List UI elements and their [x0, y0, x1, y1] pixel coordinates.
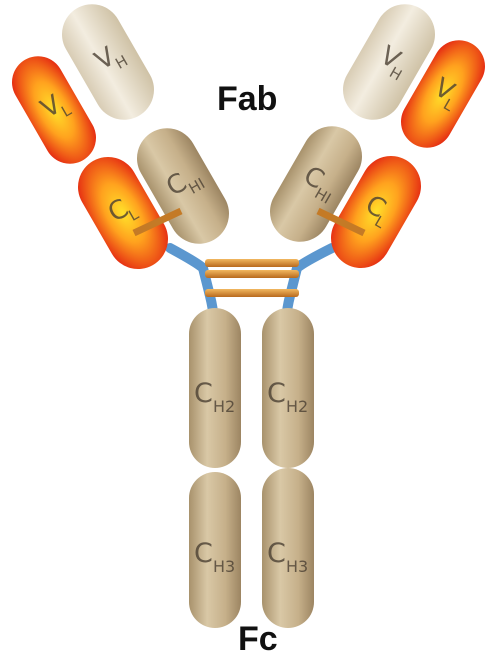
- svg-text:H2: H2: [286, 397, 308, 416]
- fc-label: Fc: [238, 620, 278, 657]
- svg-text:C: C: [194, 378, 213, 409]
- hinge-region: [170, 248, 332, 320]
- svg-text:C: C: [267, 378, 286, 409]
- fab-label: Fab: [217, 80, 277, 118]
- left-ch3-domain: C H3: [189, 472, 241, 628]
- svg-text:H3: H3: [213, 557, 235, 576]
- right-ch2-domain: C H2: [262, 308, 314, 468]
- right-ch3-domain: C H3: [262, 468, 314, 628]
- svg-text:C: C: [267, 538, 286, 569]
- svg-text:H3: H3: [286, 557, 308, 576]
- hinge-disulfide-bonds: [205, 259, 299, 297]
- left-ch2-domain: C H2: [189, 308, 241, 468]
- svg-text:H2: H2: [213, 397, 235, 416]
- svg-text:C: C: [194, 538, 213, 569]
